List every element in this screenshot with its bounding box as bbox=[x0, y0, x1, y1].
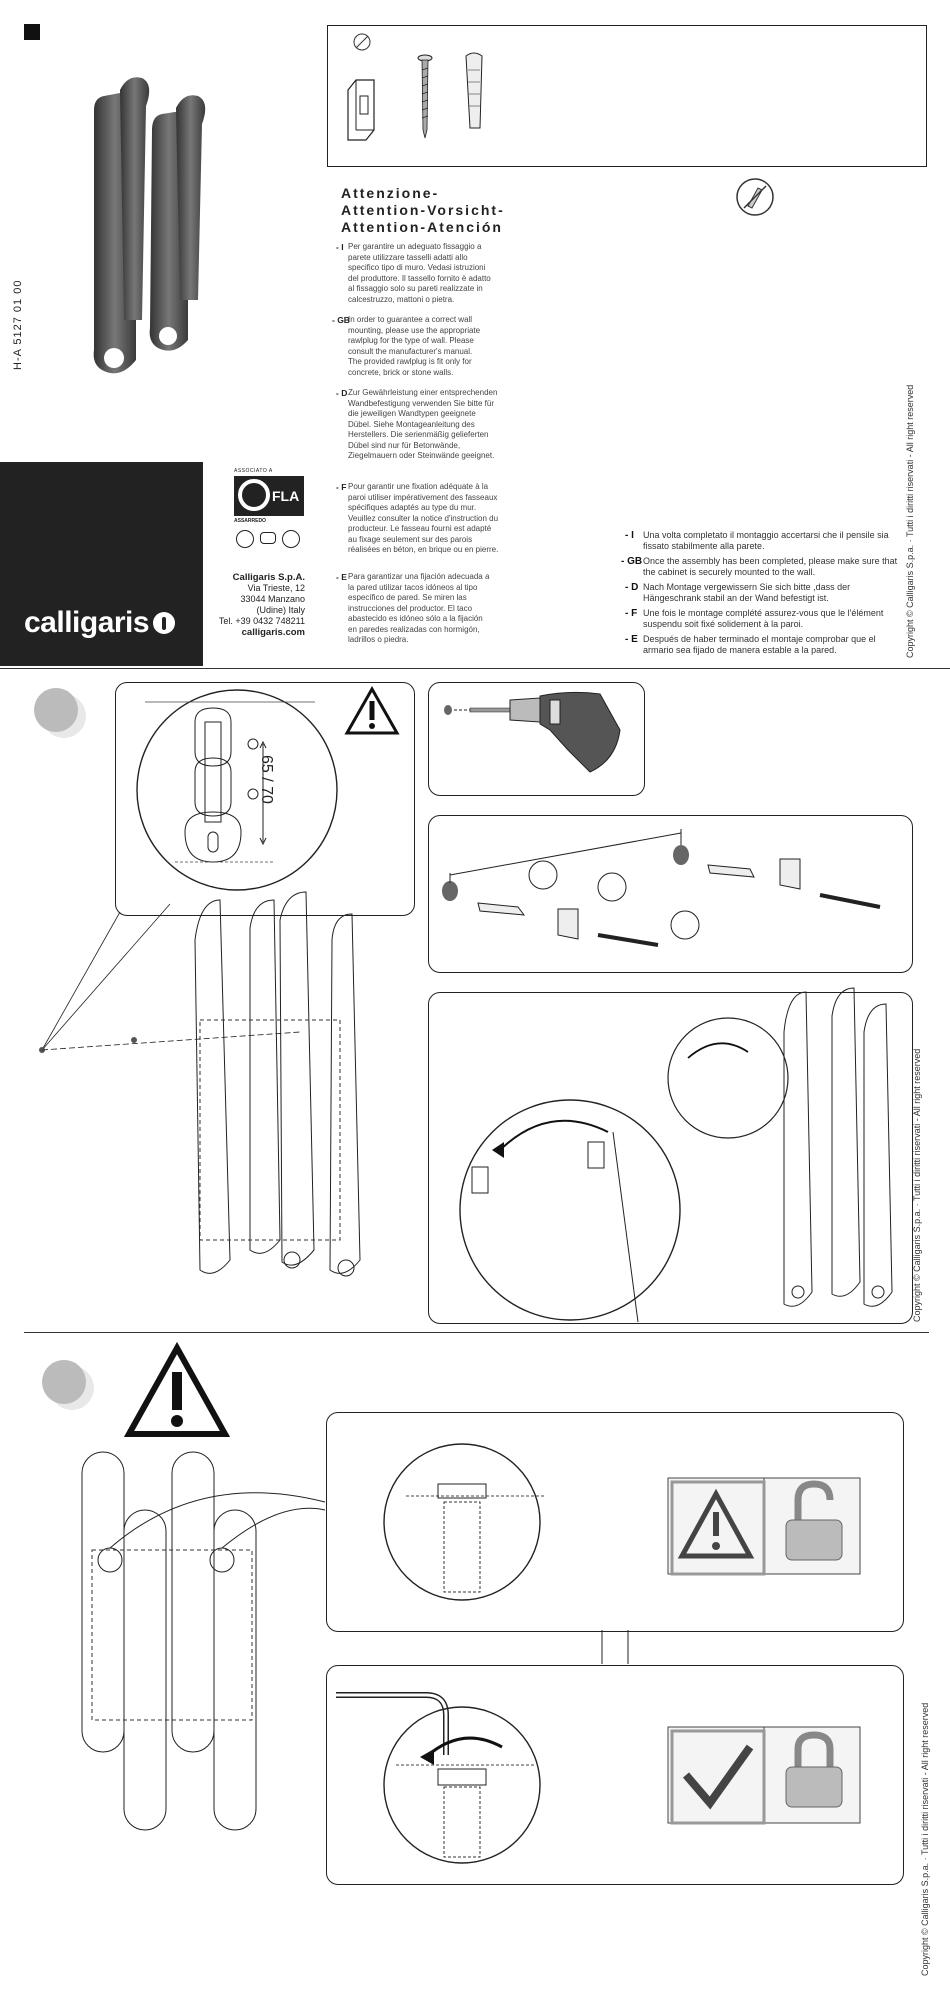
cert-badge-icon bbox=[236, 530, 254, 548]
drill-illustration bbox=[444, 691, 621, 773]
logo-text: calligaris bbox=[24, 606, 150, 639]
lang-tag: - F bbox=[625, 608, 638, 619]
step2-assembly-drawing bbox=[81, 1451, 326, 1831]
logo-mark-icon bbox=[153, 612, 176, 634]
cert-badge-icon bbox=[282, 530, 300, 548]
warning-text: Para garantizar una fijación adecuada a … bbox=[348, 572, 490, 644]
copyright-note: Copyright © Calligaris S.p.a. · Tutti i … bbox=[912, 1048, 922, 1322]
lang-tag: - F bbox=[336, 482, 347, 492]
section-divider bbox=[24, 1332, 929, 1333]
dimension-label: 65 / 70 bbox=[258, 755, 275, 804]
warning-es: - E Para garantizar una fijación adecuad… bbox=[336, 572, 493, 646]
warning-triangle-icon bbox=[344, 685, 400, 735]
lang-tag: - D bbox=[336, 388, 348, 398]
company-website: calligaris.com bbox=[241, 627, 305, 638]
lang-tag: - I bbox=[336, 242, 344, 252]
warning-title-line: Attention-Atención bbox=[341, 219, 503, 235]
step-connector bbox=[601, 1630, 629, 1664]
warning-de: - D Zur Gewährleistung einer entsprechen… bbox=[336, 388, 498, 462]
company-street: Via Trieste, 12 bbox=[247, 583, 305, 593]
company-address: Calligaris S.p.A. Via Trieste, 12 33044 … bbox=[210, 572, 305, 638]
warning-text: Pour garantir une fixation adéquate à la… bbox=[348, 482, 499, 554]
hanging-detail-drawing bbox=[459, 987, 893, 1323]
warning-text: In order to guarantee a correct wall mou… bbox=[348, 315, 481, 377]
step1-drill-panel bbox=[428, 682, 645, 796]
fixing-illustration bbox=[442, 829, 881, 947]
step2-wrong-panel bbox=[326, 1412, 904, 1632]
warning-fr: - F Pour garantir une fixation adéquate … bbox=[336, 482, 500, 556]
copyright-note: Copyright © Calligaris S.p.a. · Tutti i … bbox=[905, 384, 915, 658]
final-check-text: Nach Montage vergewissern Sie sich bitte… bbox=[643, 582, 851, 603]
final-check-fr: - F Une fois le montage complété assurez… bbox=[625, 608, 898, 630]
lang-tag: - I bbox=[625, 530, 634, 541]
company-region: (Udine) Italy bbox=[256, 605, 305, 615]
final-check-text: Después de haber terminado el montaje co… bbox=[643, 634, 876, 655]
hardware-illustration bbox=[347, 33, 483, 141]
step1-detail-drawing bbox=[136, 689, 338, 891]
warning-triangle-icon bbox=[123, 1341, 231, 1437]
step-1-marker bbox=[34, 688, 86, 738]
association-label: ASSOCIATO A bbox=[234, 468, 273, 474]
step1-assembly-drawing bbox=[39, 891, 361, 1277]
final-check-es: - E Después de haber terminado el montaj… bbox=[625, 634, 898, 656]
section-divider bbox=[0, 668, 950, 669]
lang-tag: - E bbox=[625, 634, 638, 645]
lang-tag: - GB bbox=[332, 315, 350, 325]
warning-title-line: Attenzione- bbox=[341, 185, 440, 201]
lang-tag: - D bbox=[625, 582, 639, 593]
calligaris-logo: calligaris bbox=[24, 606, 176, 640]
final-check-gb: - GB Once the assembly has been complete… bbox=[621, 556, 898, 578]
step1-detail-panel bbox=[115, 682, 415, 916]
warning-title: Attenzione- Attention-Vorsicht- Attentio… bbox=[341, 185, 505, 236]
fla-association-badge: ASSOCIATO A FLA ASSARREDO bbox=[234, 468, 304, 552]
product-illustration bbox=[93, 77, 206, 374]
warning-title-line: Attention-Vorsicht- bbox=[341, 202, 505, 218]
step1-fixing-panel bbox=[428, 815, 913, 973]
document-code: H-A 5127 01 00 bbox=[12, 279, 24, 370]
cert-badge-icon bbox=[260, 532, 276, 544]
company-city: 33044 Manzano bbox=[240, 594, 305, 604]
warning-gb: - GB In order to guarantee a correct wal… bbox=[332, 315, 488, 378]
final-check-it: - I Una volta completato il montaggio ac… bbox=[625, 530, 898, 552]
warning-text: Per garantire un adeguato fissaggio a pa… bbox=[348, 242, 491, 304]
final-check-text: Once the assembly has been completed, pl… bbox=[643, 556, 898, 577]
final-check-text: Una volta completato il montaggio accert… bbox=[643, 530, 889, 551]
step1-hanging-panel bbox=[428, 992, 913, 1324]
step2-wrong-detail bbox=[383, 1443, 861, 1601]
company-phone: Tel. +39 0432 748211 bbox=[218, 616, 305, 626]
final-check-text: Une fois le montage complété assurez-vou… bbox=[643, 608, 884, 629]
step-2-marker bbox=[42, 1360, 94, 1410]
warning-it: - I Per garantire un adeguato fissaggio … bbox=[336, 242, 498, 305]
fla-subtitle: ASSARREDO bbox=[234, 518, 266, 524]
fla-text: FLA bbox=[272, 488, 300, 504]
corner-marker bbox=[24, 24, 40, 40]
company-name: Calligaris S.p.A. bbox=[232, 572, 305, 583]
copyright-note: Copyright © Calligaris S.p.a. · Tutti i … bbox=[920, 1702, 930, 1976]
step2-right-panel bbox=[326, 1665, 904, 1885]
step2-right-detail bbox=[336, 1692, 861, 1864]
rawlplug-warning-icon bbox=[736, 178, 774, 216]
hardware-box bbox=[327, 25, 927, 167]
lang-tag: - GB bbox=[621, 556, 643, 567]
lang-tag: - E bbox=[336, 572, 347, 582]
warning-text: Zur Gewährleistung einer entsprechenden … bbox=[348, 388, 498, 460]
final-check-de: - D Nach Montage vergewissern Sie sich b… bbox=[625, 582, 898, 604]
